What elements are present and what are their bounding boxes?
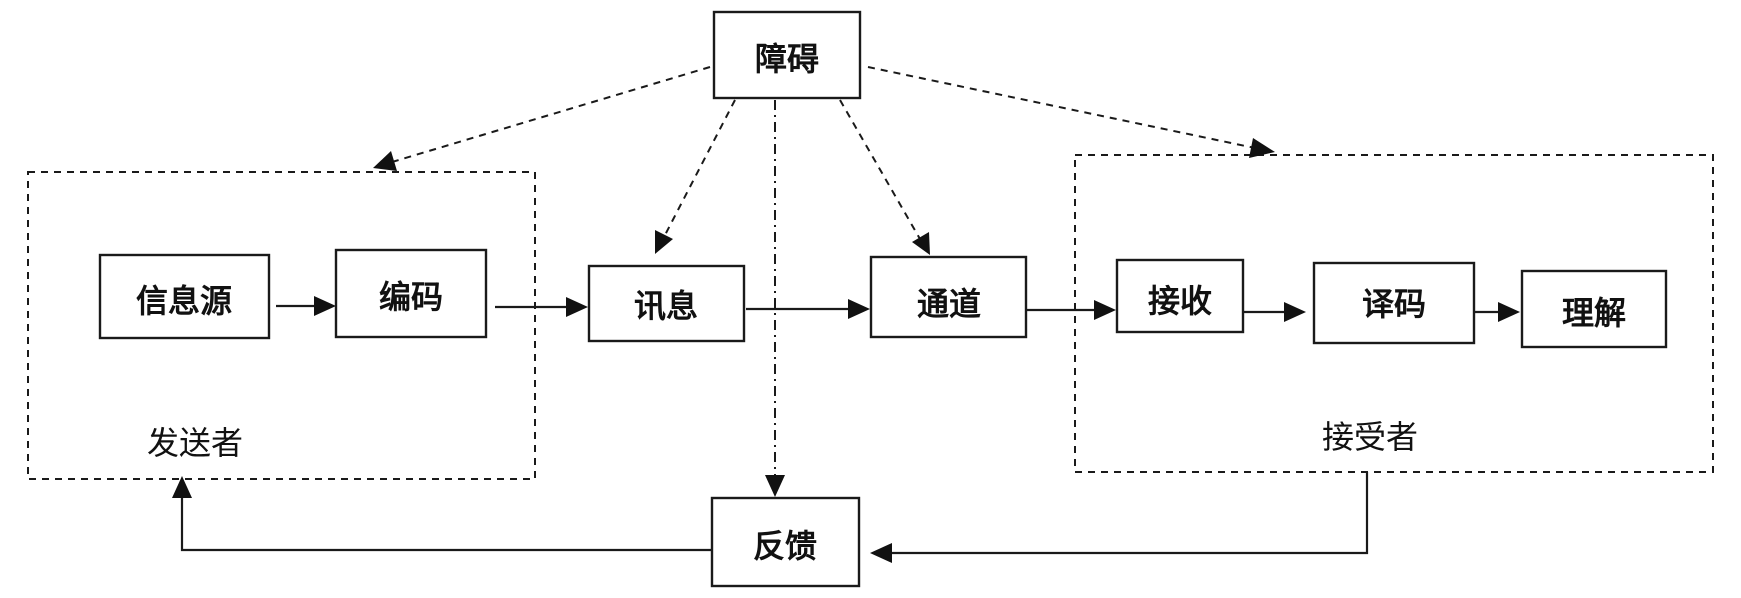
arrowhead bbox=[373, 151, 397, 171]
arrowhead bbox=[1094, 300, 1116, 320]
node-decode-label: 译码 bbox=[1362, 285, 1426, 323]
node-encode: 编码 bbox=[334, 248, 488, 339]
dashed-arrow-obstacle-to-message bbox=[663, 99, 736, 238]
node-understand: 理解 bbox=[1520, 269, 1668, 349]
arrowhead bbox=[566, 297, 588, 317]
receiver-group-label: 接受者 bbox=[1322, 418, 1418, 456]
node-encode-label: 编码 bbox=[379, 278, 443, 316]
node-message: 讯息 bbox=[587, 264, 746, 343]
node-decode: 译码 bbox=[1312, 261, 1476, 345]
arrowhead bbox=[848, 299, 870, 319]
arrow-receiver-to-feedback bbox=[890, 472, 1369, 555]
node-receive-label: 接收 bbox=[1148, 282, 1212, 320]
arrow-feedback-to-sender bbox=[180, 495, 712, 552]
arrowhead bbox=[655, 230, 673, 254]
node-receive: 接收 bbox=[1115, 258, 1245, 334]
node-obstacle-label: 障碍 bbox=[755, 40, 819, 78]
receiver-group: 接受者 bbox=[1074, 154, 1714, 473]
arrowhead bbox=[172, 476, 192, 498]
arrowhead bbox=[870, 543, 892, 563]
arrowhead bbox=[912, 232, 930, 255]
node-channel-label: 通道 bbox=[917, 285, 981, 323]
node-message-label: 讯息 bbox=[634, 287, 698, 325]
arrowhead bbox=[314, 296, 336, 316]
sender-group: 发送者 bbox=[27, 171, 536, 480]
arrowhead bbox=[765, 475, 785, 497]
node-obstacle: 障碍 bbox=[712, 10, 862, 100]
arrowhead bbox=[1249, 138, 1275, 158]
node-understand-label: 理解 bbox=[1562, 294, 1626, 332]
node-feedback: 反馈 bbox=[710, 496, 861, 588]
dashed-arrow-obstacle-to-sender bbox=[391, 66, 711, 163]
connectors bbox=[172, 66, 1520, 563]
node-source: 信息源 bbox=[98, 253, 271, 340]
dashed-arrow-obstacle-to-channel bbox=[839, 99, 921, 240]
arrowhead bbox=[1498, 302, 1520, 322]
dashed-arrow-obstacle-to-receiver bbox=[867, 66, 1256, 149]
sender-group-label: 发送者 bbox=[147, 424, 243, 462]
node-feedback-label: 反馈 bbox=[753, 527, 817, 565]
node-channel: 通道 bbox=[869, 255, 1028, 339]
arrowhead bbox=[1284, 302, 1306, 322]
node-source-label: 信息源 bbox=[136, 282, 232, 320]
